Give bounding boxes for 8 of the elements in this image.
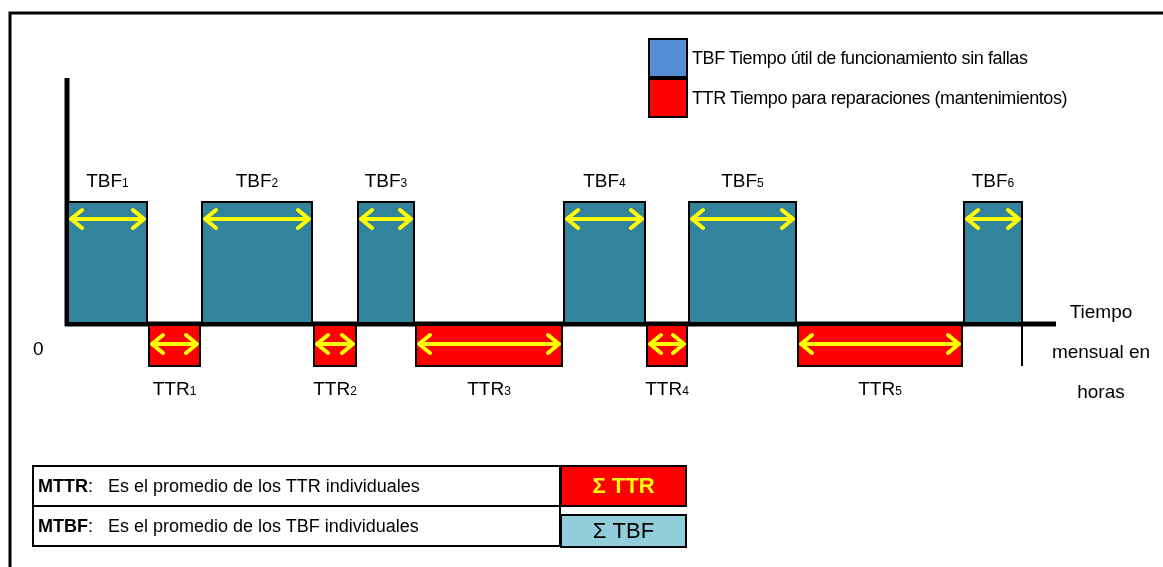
table-cell: MTTR: Es el promedio de los TTR individuales: [32, 465, 561, 507]
axis-title: Tiempo mensual en horas: [1050, 300, 1152, 404]
legend-label: TBF Tiempo útil de funcionamiento sin fallas: [692, 48, 1028, 69]
table-cell: Σ TTR: [560, 465, 687, 507]
origin-label: 0: [33, 338, 44, 360]
table-cell: MTBF: Es el promedio de los TBF individuales: [32, 505, 561, 547]
table-cell: Σ TBF: [560, 514, 687, 548]
legend-label: TTR Tiempo para reparaciones (mantenimientos): [692, 88, 1068, 109]
